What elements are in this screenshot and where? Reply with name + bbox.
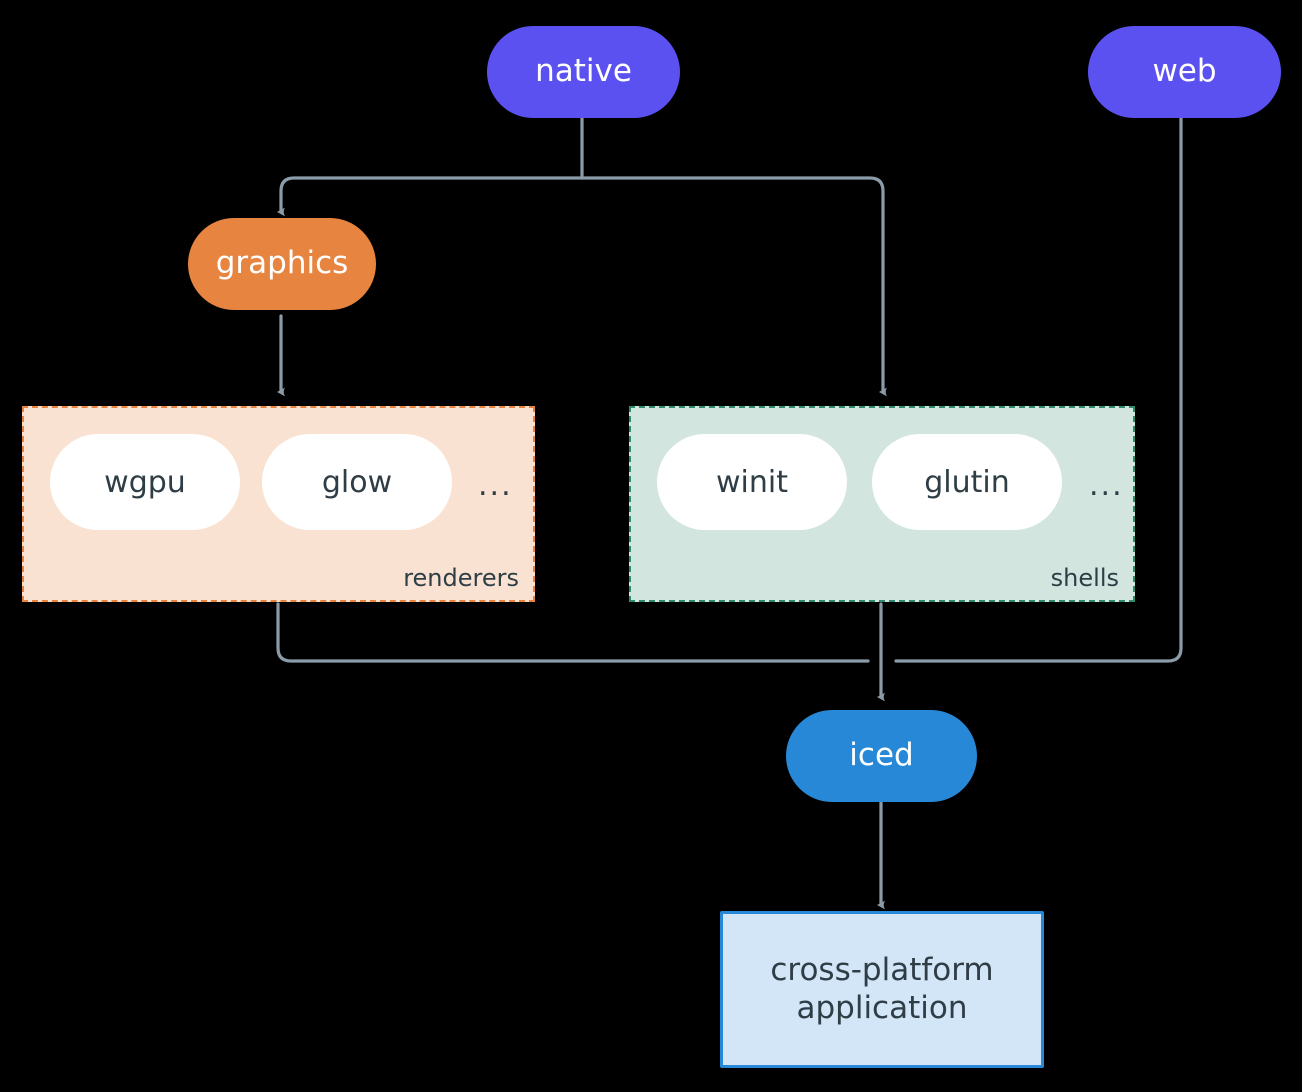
chip-glow-label: glow <box>321 464 393 500</box>
node-graphics-label: graphics <box>215 245 349 282</box>
node-iced-label: iced <box>849 737 914 774</box>
chip-glutin[interactable]: glutin <box>872 434 1062 530</box>
cluster-renderers: wgpu glow ... renderers <box>22 406 535 602</box>
node-iced[interactable]: iced <box>786 710 977 802</box>
cluster-shells: winit glutin ... shells <box>629 406 1135 602</box>
edge-renderers-to-iced <box>276 602 870 663</box>
renderers-overflow-ellipsis: ... <box>478 468 513 503</box>
shells-overflow-ellipsis: ... <box>1089 468 1124 503</box>
chip-winit[interactable]: winit <box>657 434 847 530</box>
chip-winit-label: winit <box>716 464 788 500</box>
node-web-label: web <box>1152 53 1217 90</box>
edge-native-to-shells <box>580 176 887 397</box>
node-native-label: native <box>535 53 632 90</box>
chip-wgpu-label: wgpu <box>104 464 186 500</box>
node-native[interactable]: native <box>487 26 680 118</box>
edge-native-to-graphics <box>277 176 584 217</box>
node-web[interactable]: web <box>1088 26 1281 118</box>
cluster-renderers-label: renderers <box>403 564 519 592</box>
node-graphics[interactable]: graphics <box>188 218 376 310</box>
node-application-label: cross-platform application <box>770 951 994 1026</box>
cluster-shells-label: shells <box>1050 564 1119 592</box>
chip-glutin-label: glutin <box>924 464 1010 500</box>
chip-wgpu[interactable]: wgpu <box>50 434 240 530</box>
chip-glow[interactable]: glow <box>262 434 452 530</box>
node-cross-platform-application[interactable]: cross-platform application <box>720 911 1044 1068</box>
